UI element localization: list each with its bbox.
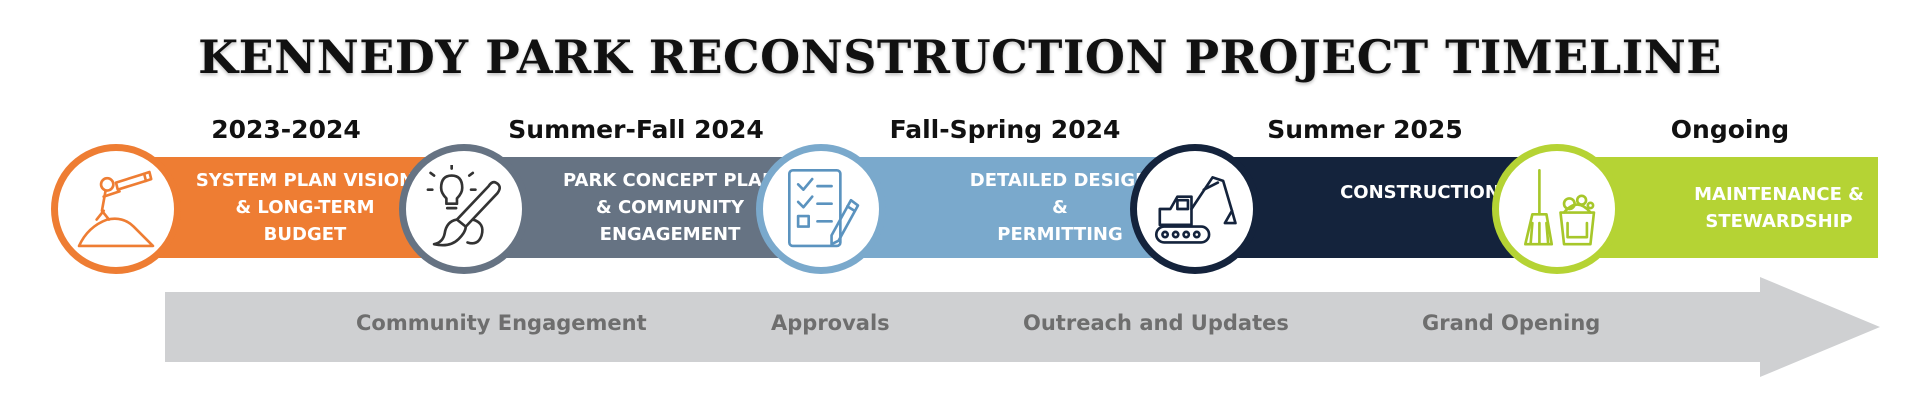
milestone-approvals: Approvals xyxy=(771,311,890,335)
phase-band-3: DETAILED DESIGN & PERMITTING xyxy=(850,157,1160,258)
phase-date-4: Summer 2025 xyxy=(1267,115,1463,144)
phase-label-4: CONSTRUCTION xyxy=(1340,182,1500,203)
phase-icon-ring-5 xyxy=(1492,144,1622,274)
phase-band-2: PARK CONCEPT PLAN & COMMUNITY ENGAGEMENT xyxy=(495,157,800,258)
phase-icon-ring-1 xyxy=(51,144,181,274)
phase-label-2: PARK CONCEPT PLAN & COMMUNITY ENGAGEMENT xyxy=(562,170,778,245)
phase-icon-ring-4 xyxy=(1130,144,1260,274)
milestone-grand-opening: Grand Opening xyxy=(1422,311,1601,335)
lightbulb-brush-icon xyxy=(426,165,501,247)
phase-date-1: 2023-2024 xyxy=(211,115,361,144)
phase-label-1: SYSTEM PLAN VISION & LONG-TERM BUDGET xyxy=(195,170,415,245)
telescope-person-icon xyxy=(77,170,155,248)
phase-label-5: MAINTENANCE & STEWARDSHIP xyxy=(1694,183,1864,232)
phase-band-4: CONSTRUCTION xyxy=(1210,157,1520,258)
phase-date-3: Fall-Spring 2024 xyxy=(889,115,1121,144)
page-title: KENNEDY PARK RECONSTRUCTION PROJECT TIME… xyxy=(198,30,1722,84)
phase-icon-ring-3 xyxy=(756,144,886,274)
excavator-icon xyxy=(1154,176,1237,244)
phase-date-2: Summer-Fall 2024 xyxy=(508,115,764,144)
milestone-outreach-updates: Outreach and Updates xyxy=(1023,311,1289,335)
phase-band-1: SYSTEM PLAN VISION & LONG-TERM BUDGET xyxy=(140,157,435,258)
phase-label-3: DETAILED DESIGN & PERMITTING xyxy=(969,170,1151,245)
checklist-pencil-icon xyxy=(788,168,860,248)
phase-date-5: Ongoing xyxy=(1670,115,1790,144)
broom-bucket-icon xyxy=(1524,168,1596,246)
phase-icon-ring-2 xyxy=(399,144,529,274)
milestone-community-engagement: Community Engagement xyxy=(356,311,647,335)
timeline-arrow xyxy=(165,277,1880,377)
